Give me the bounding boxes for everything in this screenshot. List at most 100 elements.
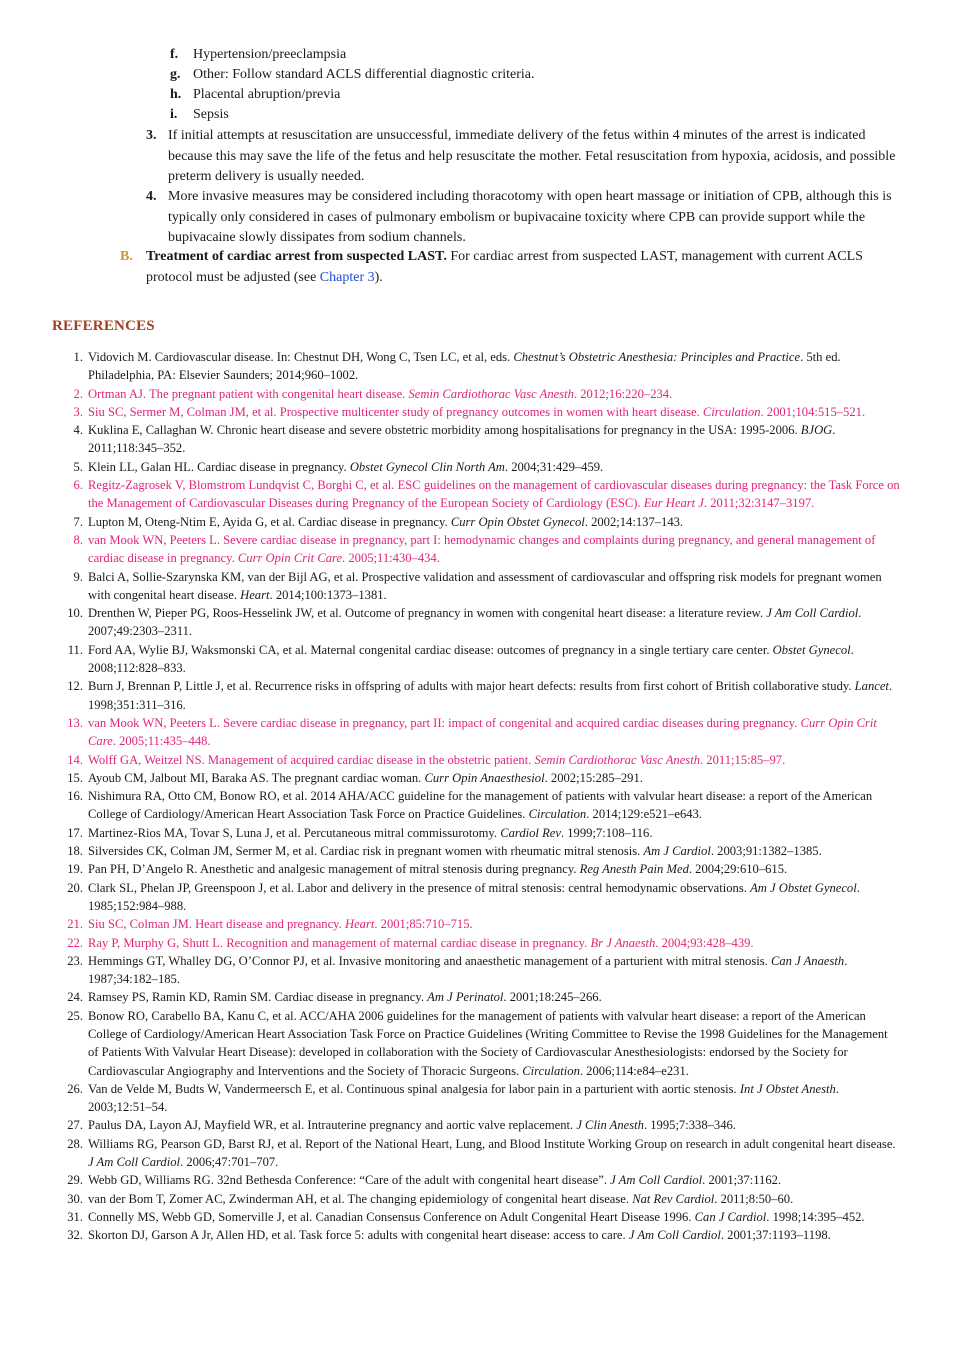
reference-text: Skorton DJ, Garson A Jr, Allen HD, et al… — [88, 1226, 900, 1244]
reference-number: 2. — [73, 386, 83, 401]
reference-journal: J Am Coll Cardiol — [766, 606, 859, 621]
section-b-body: For cardiac arrest from suspected LAST, … — [146, 249, 863, 285]
reference-journal: J Am Coll Cardiol — [610, 1173, 703, 1188]
reference-authors-title: Silversides CK, Colman JM, Sermer M, et … — [88, 844, 644, 859]
reference-citation: . 2002;15:285–291. — [544, 770, 643, 785]
reference-authors-title: Paulus DA, Layon AJ, Mayfield WR, et al.… — [88, 1118, 577, 1133]
reference-authors-title: van Mook WN, Peeters L. Severe cardiac d… — [88, 715, 801, 730]
references-heading: REFERENCES — [52, 318, 155, 334]
reference-citation: . 2001;37:1193–1198. — [720, 1228, 831, 1243]
reference-authors-title: Vidovich M. Cardiovascular disease. In: … — [88, 350, 514, 364]
reference-journal: Semin Cardiothorac Vasc Anesth — [408, 386, 574, 401]
sub-item-list: f. Hypertension/preeclampsia g. Other: F… — [170, 45, 890, 125]
reference-journal: J Clin Anesth — [576, 1118, 644, 1133]
reference-item: 27.Paulus DA, Layon AJ, Mayfield WR, et … — [58, 1116, 900, 1134]
reference-journal: Heart — [240, 587, 270, 602]
reference-text: Connelly MS, Webb GD, Somerville J, et a… — [88, 1208, 900, 1226]
reference-text: Williams RG, Pearson GD, Barst RJ, et al… — [88, 1135, 900, 1172]
reference-citation: . 2001;85:710–715. — [374, 917, 473, 932]
reference-item: 9.Balci A, Sollie-Szarynska KM, van der … — [58, 568, 900, 605]
reference-number: 19. — [67, 862, 83, 877]
sub-item-label: i. — [170, 107, 178, 122]
reference-authors-title: Nishimura RA, Otto CM, Bonow RO, et al. … — [88, 789, 873, 822]
reference-journal: Eur Heart J — [643, 496, 704, 511]
reference-number: 16. — [67, 789, 83, 804]
reference-authors-title: Williams RG, Pearson GD, Barst RJ, et al… — [88, 1136, 896, 1151]
reference-item[interactable]: 22. Ray P, Murphy G, Shutt L. Recognition… — [58, 934, 900, 952]
reference-text: Lupton M, Oteng-Ntim E, Ayida G, et al. … — [88, 513, 900, 531]
reference-authors-title: van der Bom T, Zomer AC, Zwinderman AH, … — [88, 1191, 633, 1206]
reference-citation: . 2012;16:220–234. — [573, 386, 673, 401]
reference-number: 18. — [67, 844, 83, 859]
reference-citation: . 2011;118:345–352. — [88, 423, 836, 456]
reference-number: 32. — [67, 1228, 83, 1243]
reference-authors-title: Connelly MS, Webb GD, Somerville J, et a… — [88, 1209, 695, 1224]
reference-item[interactable]: 14.Wolff GA, Weitzel NS. Management of a… — [58, 751, 900, 769]
reference-text: Pan PH, D’Angelo R. Anesthetic and analg… — [88, 860, 900, 878]
reference-number: 12. — [67, 679, 83, 694]
reference-text: Siu SC, Sermer M, Colman JM, et al. Pros… — [88, 403, 900, 421]
reference-number: 25. — [67, 1008, 83, 1023]
sub-item-label: f. — [170, 47, 179, 62]
reference-text: Ford AA, Wylie BJ, Waksmonski CA, et al.… — [88, 641, 900, 678]
reference-journal: Nat Rev Cardiol — [632, 1191, 715, 1206]
reference-number: 17. — [67, 825, 83, 840]
reference-citation: . 1995;7:338–346. — [643, 1118, 736, 1133]
reference-authors-title: Webb GD, Williams RG. 32nd Bethesda Conf… — [88, 1173, 611, 1188]
reference-item[interactable]: 13. van Mook WN, Peeters L. Severe cardia… — [58, 714, 900, 751]
reference-journal: Heart — [344, 917, 375, 932]
reference-journal: Int J Obstet Anesth — [739, 1081, 836, 1096]
reference-item[interactable]: 2.Ortman AJ. The pregnant patient with c… — [58, 385, 900, 403]
reference-journal: Can J Cardiol — [694, 1209, 767, 1224]
reference-journal: Obstet Gynecol — [772, 642, 851, 657]
reference-number: 22. — [67, 935, 83, 950]
numbered-item-4: 4. More invasive measures may be conside… — [146, 187, 904, 249]
reference-authors-title: Van de Velde M, Budts W, Vandermeersch E… — [88, 1081, 740, 1096]
reference-number: 13. — [67, 715, 83, 730]
reference-item[interactable]: 8.van Mook WN, Peeters L. Severe cardiac… — [58, 531, 900, 568]
reference-journal: Circulation — [522, 1063, 580, 1078]
reference-citation: . 2002;14:137–143. — [584, 514, 684, 529]
reference-journal: Am J Cardiol — [643, 844, 711, 859]
reference-authors-title: Siu SC, Sermer M, Colman JM, et al. Pros… — [88, 404, 703, 419]
sub-item-text: Sepsis — [193, 107, 229, 122]
numbered-item-text: If initial attempts at resuscitation are… — [168, 128, 896, 184]
reference-item[interactable]: 3. Siu SC, Sermer M, Colman JM, et al. Pr… — [58, 403, 900, 421]
reference-text: Drenthen W, Pieper PG, Roos-Hesselink JW… — [88, 604, 900, 641]
reference-text: Nishimura RA, Otto CM, Bonow RO, et al. … — [88, 787, 900, 824]
reference-journal: Curr Opin Crit Care — [237, 551, 343, 566]
reference-text: Ray P, Murphy G, Shutt L. Recognition an… — [88, 934, 900, 952]
reference-item: 1.Vidovich M. Cardiovascular disease. In… — [58, 348, 900, 385]
reference-item[interactable]: 6.Regitz-Zagrosek V, Blomstrom Lundqvist… — [58, 476, 900, 513]
reference-citation: . 2006;114:e84–e231. — [579, 1063, 689, 1078]
reference-text: Paulus DA, Layon AJ, Mayfield WR, et al.… — [88, 1116, 900, 1134]
reference-number: 29. — [67, 1173, 83, 1188]
reference-number: 3. — [73, 404, 83, 419]
reference-authors-title: Martinez-Rios MA, Tovar S, Luna J, et al… — [88, 825, 501, 840]
reference-item: 26.Van de Velde M, Budts W, Vandermeersc… — [58, 1080, 900, 1117]
reference-citation: . 2005;11:430–434. — [342, 551, 440, 566]
reference-citation: . 2003;91:1382–1385. — [710, 844, 822, 859]
reference-citation: . 2014;129:e521–e643. — [586, 807, 702, 822]
reference-journal: Circulation — [702, 404, 761, 419]
reference-item: 5.Klein LL, Galan HL. Cardiac disease in… — [58, 458, 900, 476]
reference-journal: Chestnut’s Obstetric Anesthesia: Princip… — [513, 350, 801, 364]
reference-authors-title: Bonow RO, Carabello BA, Kanu C, et al. A… — [88, 1008, 888, 1078]
reference-text: Van de Velde M, Budts W, Vandermeersch E… — [88, 1080, 900, 1117]
reference-number: 8. — [73, 532, 83, 547]
reference-authors-title: Regitz-Zagrosek V, Blomstrom Lundqvist C… — [88, 478, 900, 511]
reference-journal: Curr Opin Anaesthesiol — [424, 770, 545, 785]
reference-text: Webb GD, Williams RG. 32nd Bethesda Conf… — [88, 1171, 900, 1189]
reference-authors-title: Ford AA, Wylie BJ, Waksmonski CA, et al.… — [88, 642, 773, 657]
reference-authors-title: Ray P, Murphy G, Shutt L. Recognition an… — [88, 935, 591, 950]
reference-authors-title: Clark SL, Phelan JP, Greenspoon J, et al… — [88, 880, 751, 895]
reference-item[interactable]: 21.Siu SC, Colman JM. Heart disease and … — [58, 915, 900, 933]
reference-authors-title: Hemmings GT, Whalley DG, O’Connor PJ, et… — [88, 953, 771, 968]
chapter-3-link[interactable]: Chapter 3 — [319, 269, 375, 285]
reference-journal: Semin Cardiothorac Vasc Anesth — [534, 752, 700, 767]
reference-text: Clark SL, Phelan JP, Greenspoon J, et al… — [88, 879, 900, 916]
reference-number: 15. — [67, 770, 83, 785]
numbered-item: 3. If initial attempts at resuscitation … — [146, 126, 904, 188]
reference-citation: . 5th ed. Philadelphia, PA: Elsevier Sau… — [88, 350, 841, 383]
reference-number: 14. — [67, 752, 83, 767]
